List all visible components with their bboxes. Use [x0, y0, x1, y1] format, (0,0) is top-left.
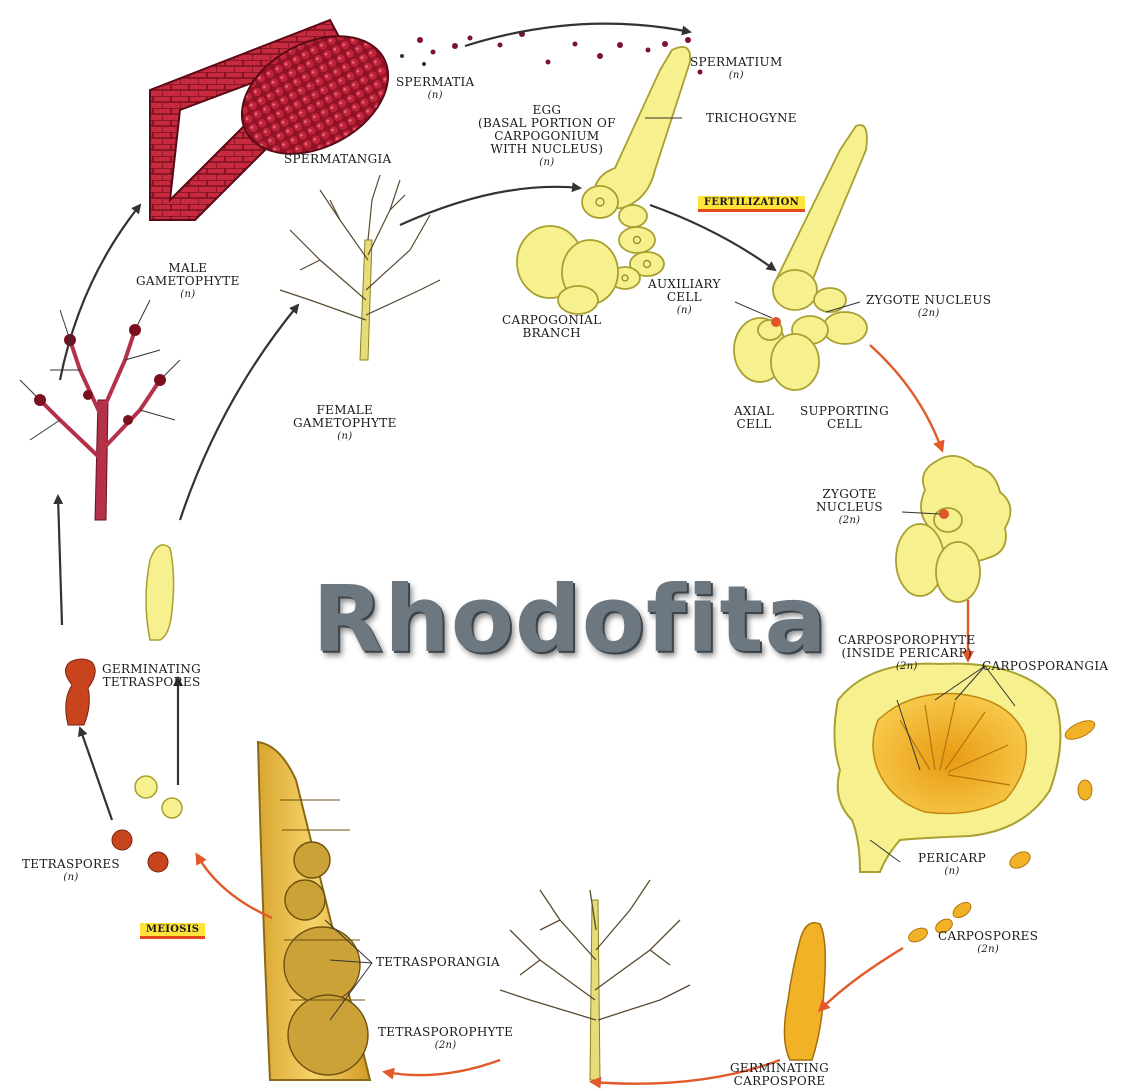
label-tetraspores: TETRASPORES (n) — [22, 858, 120, 884]
label-axial-cell: AXIAL CELL — [734, 405, 774, 431]
label-female-gametophyte: FEMALE GAMETOPHYTE (n) — [293, 404, 397, 443]
spermatangia-illustration — [150, 12, 408, 220]
label-carpospores-ploidy: (2n) — [938, 943, 1038, 956]
label-pericarp: PERICARP (n) — [918, 852, 986, 878]
label-spermatium: SPERMATIUM (n) — [690, 56, 783, 82]
zygote-nucleus-dot-mid — [939, 509, 949, 519]
label-germinating-carpospore: GERMINATING CARPOSPORE — [730, 1062, 829, 1088]
male-gametophyte-illustration — [20, 300, 180, 520]
label-trichogyne-text: TRICHOGYNE — [706, 111, 797, 125]
meiosis-tag: MEIOSIS — [140, 923, 205, 939]
label-zygote-top-ploidy: (2n) — [866, 307, 991, 320]
tetraspore-red-1 — [112, 830, 132, 850]
label-tetrasporophyte: TETRASPOROPHYTE (2n) — [378, 1026, 513, 1052]
label-zygote-nucleus-mid: ZYGOTE NUCLEUS (2n) — [816, 488, 883, 527]
page-title: Rhodofita — [290, 570, 850, 670]
label-egg-ploidy: (n) — [478, 156, 616, 169]
label-male-ploidy: (n) — [136, 288, 240, 301]
label-spermatia-text: SPERMATIA — [396, 75, 475, 89]
tetrasporangia-illustration — [258, 742, 370, 1080]
label-carpogonial-branch: CARPOGONIAL BRANCH — [502, 314, 601, 340]
label-zygote-mid-line2: NUCLEUS — [816, 501, 883, 514]
label-tetrasporophyte-text: TETRASPOROPHYTE — [378, 1026, 513, 1039]
label-spermatangia-text: SPERMATANGIA — [284, 152, 392, 166]
label-female-ploidy: (n) — [293, 430, 397, 443]
label-carposporophyte-line2: (INSIDE PERICARP) — [838, 647, 976, 660]
label-tetraspores-text: TETRASPORES — [22, 858, 120, 871]
label-carpospores-text: CARPOSPORES — [938, 930, 1038, 943]
label-tetrasporangia: TETRASPORANGIA — [376, 956, 500, 969]
zygote-nucleus-dot-top — [771, 317, 781, 327]
label-pericarp-ploidy: (n) — [918, 865, 986, 878]
label-carposporophyte: CARPOSPOROPHYTE (INSIDE PERICARP) (2n) — [838, 634, 976, 673]
label-pericarp-text: PERICARP — [918, 852, 986, 865]
tetraspore-yellow-1 — [135, 776, 157, 798]
label-trichogyne: TRICHOGYNE — [706, 112, 797, 125]
label-male-gametophyte: MALE GAMETOPHYTE (n) — [136, 262, 240, 301]
label-carpogonial-line2: BRANCH — [502, 327, 601, 340]
label-germinating-tetraspores: GERMINATING TETRASPORES — [102, 663, 201, 689]
label-spermatium-text: SPERMATIUM — [690, 55, 783, 69]
label-zygote-mid-ploidy: (2n) — [816, 514, 883, 527]
label-germ-carpo-line2: CARPOSPORE — [730, 1075, 829, 1088]
label-auxiliary-line2: CELL — [648, 291, 721, 304]
label-auxiliary-cell: AUXILIARY CELL (n) — [648, 278, 721, 317]
label-carposporangia: CARPOSPORANGIA — [982, 660, 1108, 673]
fertilization-tag: FERTILIZATION — [698, 196, 805, 212]
label-spermatia-ploidy: (n) — [396, 89, 475, 102]
label-spermatium-ploidy: (n) — [690, 69, 783, 82]
label-zygote-nucleus-top: ZYGOTE NUCLEUS (2n) — [866, 294, 991, 320]
label-zygote-top-text: ZYGOTE NUCLEUS — [866, 294, 991, 307]
label-germ-tetra-line2: TETRASPORES — [102, 676, 201, 689]
tetraspore-red-2 — [148, 852, 168, 872]
label-male-line2: GAMETOPHYTE — [136, 275, 240, 288]
germinating-carpospore-illustration — [784, 923, 825, 1060]
label-tetraspores-ploidy: (n) — [22, 871, 120, 884]
label-spermatia: SPERMATIA (n) — [396, 76, 475, 102]
label-auxiliary-ploidy: (n) — [648, 304, 721, 317]
label-carpospores: CARPOSPORES (2n) — [938, 930, 1038, 956]
germinating-tetraspore-yellow — [146, 545, 174, 640]
label-egg-line4: WITH NUCLEUS) — [478, 143, 616, 156]
label-axial-line2: CELL — [734, 418, 774, 431]
germinating-tetraspore-red — [65, 659, 95, 725]
female-gametophyte-illustration — [280, 175, 440, 360]
label-spermatangia: SPERMATANGIA — [284, 153, 392, 166]
zygote-cells-illustration — [896, 456, 1010, 602]
label-carposporangia-text: CARPOSPORANGIA — [982, 659, 1108, 673]
tetrasporophyte-illustration — [500, 880, 690, 1080]
label-egg: EGG (BASAL PORTION OF CARPOGONIUM WITH N… — [478, 104, 616, 169]
pericarp-illustration — [834, 664, 1097, 872]
label-tetrasporophyte-ploidy: (2n) — [378, 1039, 513, 1052]
label-tetrasporangia-text: TETRASPORANGIA — [376, 955, 500, 969]
fertilized-carpogonium-illustration — [734, 125, 867, 390]
tetraspore-yellow-2 — [162, 798, 182, 818]
label-female-line2: GAMETOPHYTE — [293, 417, 397, 430]
label-supporting-cell: SUPPORTING CELL — [800, 405, 889, 431]
carpogonium-illustration — [517, 47, 690, 314]
label-supporting-line2: CELL — [800, 418, 889, 431]
label-carposporophyte-ploidy: (2n) — [838, 660, 976, 673]
spermatia-dots — [400, 31, 703, 75]
